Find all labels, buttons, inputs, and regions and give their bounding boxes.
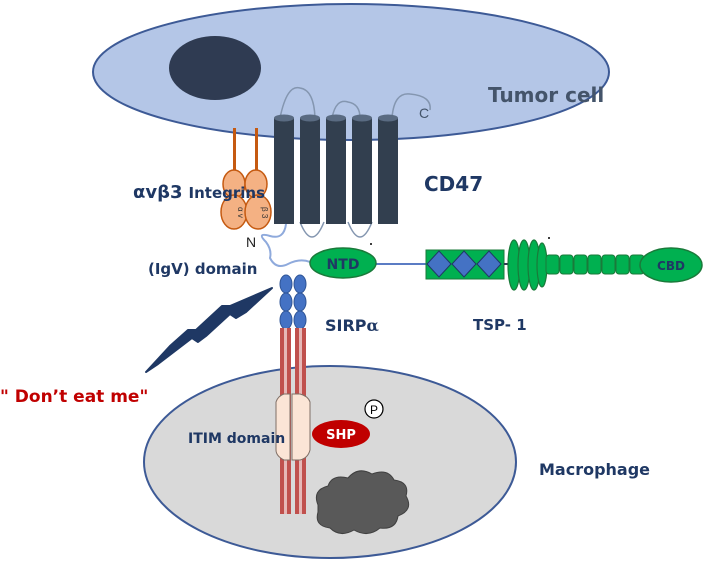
itim-block (275, 393, 291, 461)
sirpa-ig-bead (279, 292, 293, 312)
cd47-loop (347, 221, 373, 238)
cbd-domain (639, 247, 703, 283)
itim-block (291, 393, 311, 461)
tsp1-segment (545, 254, 560, 275)
c-terminus-label: C (419, 105, 429, 121)
dont-eat-me-signal-bolt (145, 287, 273, 373)
cbd-label: CBD (657, 259, 685, 273)
n-terminus-label: N (246, 234, 256, 250)
alpha-v-label: α v (236, 207, 245, 218)
cd47 (260, 86, 431, 267)
ntd-domain (309, 247, 377, 279)
shp-label: SHP (326, 428, 356, 443)
cd47-label: CD47 (424, 172, 483, 196)
cd47-tail (391, 93, 431, 119)
sirpa-ig-bead (279, 274, 293, 294)
cd47-loop (279, 86, 316, 119)
macrophage-nucleus (315, 470, 410, 534)
sirpa-label: SIRPα (325, 316, 379, 335)
integrin-beta-3 (244, 128, 272, 230)
dont-eat-me-label: " Don’t eat me" (0, 387, 148, 407)
phospho-label: P (370, 403, 378, 417)
tsp1-segment (587, 254, 602, 275)
tsp1-segment (601, 254, 616, 275)
cd47-helix (352, 114, 372, 224)
macrophage (143, 365, 517, 559)
cd47-loop (331, 100, 361, 119)
integrins-prefix: αvβ3 (133, 182, 183, 203)
tsp1 (309, 239, 703, 291)
tsp1-label: TSP- 1 (473, 316, 527, 334)
dot (370, 243, 372, 245)
ntd-label: NTD (327, 257, 360, 273)
integrins-label: αvβ3 Integrins (133, 182, 265, 203)
phospho-circle (364, 399, 384, 419)
cd47-n-terminal-curl (260, 223, 311, 267)
sirpa-ig-bead (279, 310, 293, 330)
tumor-cell-nucleus (169, 36, 261, 100)
cd47-helix (326, 114, 346, 224)
tsp1-diamond (451, 250, 477, 278)
tumor-cell (92, 3, 610, 141)
integrins-word: Integrins (189, 184, 266, 202)
sirpa-ig-bead (293, 274, 307, 294)
macrophage-membrane (143, 365, 517, 559)
cd47-helix (274, 114, 294, 224)
tsp1-diamond (426, 250, 452, 278)
tsp1-segment (615, 254, 630, 275)
sirpa-label-greek: α (367, 316, 379, 335)
tsp1-segment (559, 254, 574, 275)
sirpa-label-text: SIRP (325, 316, 367, 335)
beta-3-label: β 3 (260, 207, 269, 219)
cd47-helix (300, 114, 320, 224)
sirpa-ig-bead (293, 310, 307, 330)
cd47-helix (378, 114, 398, 224)
tsp1-segment (573, 254, 588, 275)
dot (548, 237, 550, 239)
sirpa (275, 274, 311, 514)
igv-domain-label: (IgV) domain (148, 260, 257, 278)
shp-protein (312, 420, 370, 448)
tsp1-diamond (476, 250, 502, 278)
integrin-alpha-v (220, 128, 248, 230)
itim-domain-label: ITIM domain (188, 431, 285, 447)
macrophage-label: Macrophage (539, 460, 650, 479)
cd47-loop (299, 221, 325, 238)
tumor-cell-label: Tumor cell (488, 83, 604, 107)
sirpa-ig-bead (293, 292, 307, 312)
